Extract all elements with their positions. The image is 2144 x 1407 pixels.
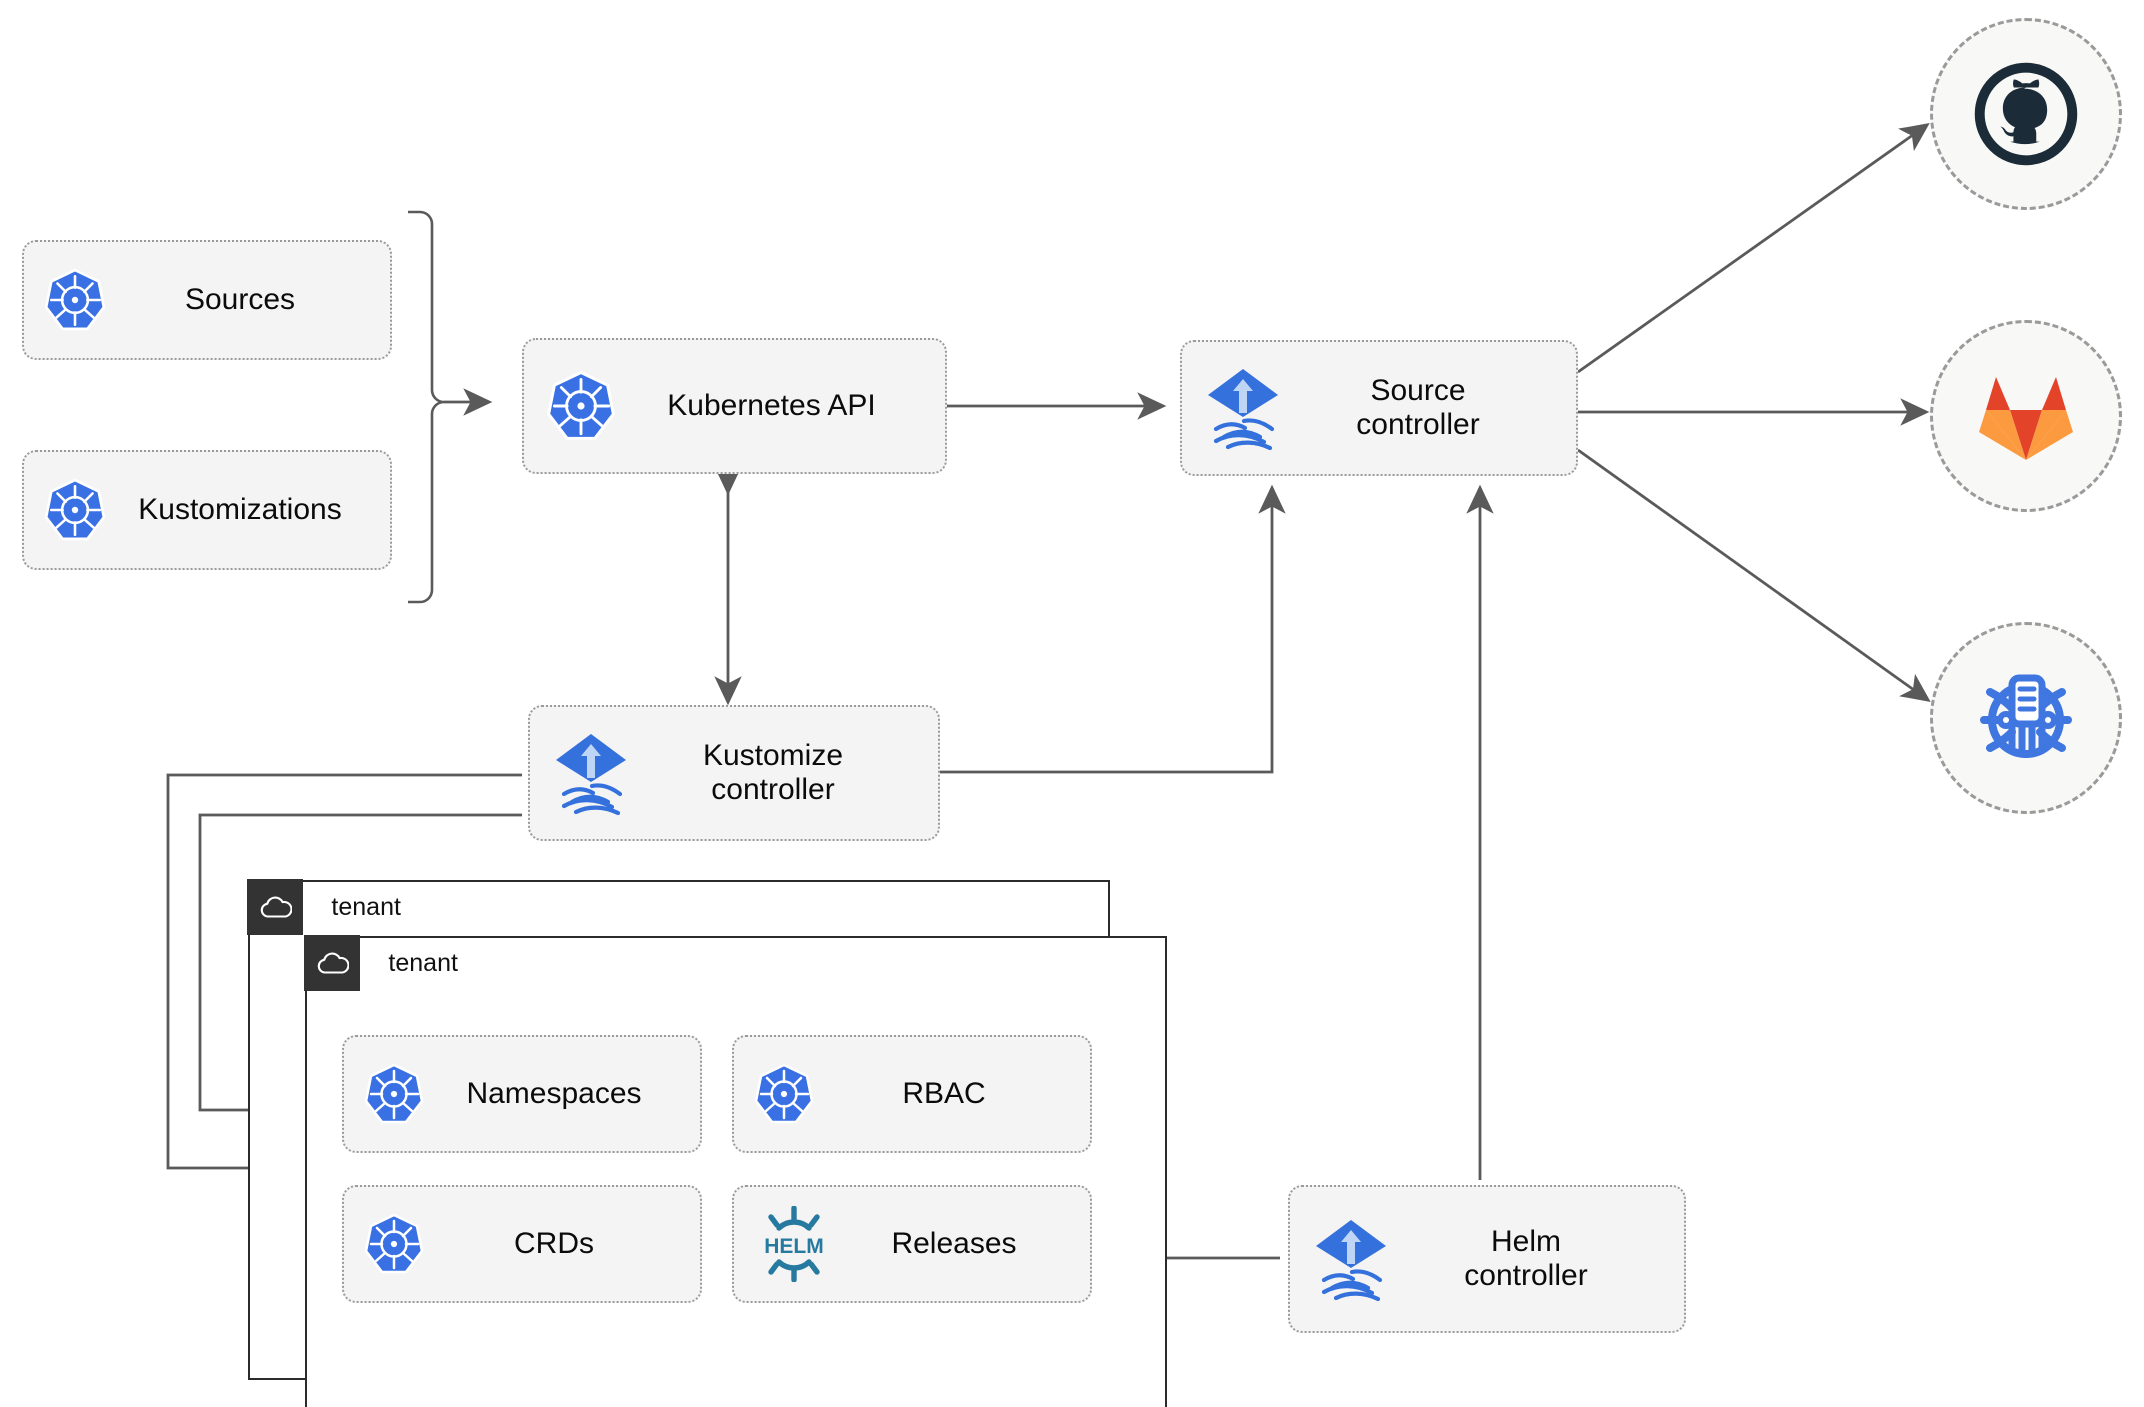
- node-label: Kustomizations: [138, 493, 342, 527]
- tenant-label-front: tenant: [382, 948, 464, 978]
- edge-source-bucket: [1577, 448, 1931, 702]
- edge-source-github: [1577, 123, 1930, 374]
- kubernetes-icon: [362, 1062, 426, 1126]
- node-namespaces[interactable]: Namespaces: [342, 1035, 702, 1153]
- node-kubernetes-api[interactable]: Kubernetes API: [522, 338, 947, 474]
- node-helm-controller[interactable]: Helm controller: [1288, 1185, 1686, 1333]
- group-brace: [408, 210, 445, 604]
- gitlab-icon: [1979, 377, 2073, 460]
- tenant-label-back: tenant: [325, 892, 407, 922]
- kubernetes-icon: [544, 369, 618, 443]
- flux-icon: [552, 730, 630, 816]
- flux-icon: [1312, 1216, 1390, 1302]
- kubernetes-icon: [752, 1062, 816, 1126]
- node-releases[interactable]: HELM Releases: [732, 1185, 1092, 1303]
- node-label: CRDs: [514, 1227, 594, 1261]
- flux-icon: [1204, 365, 1282, 451]
- tenant-header-back: tenant: [247, 879, 407, 936]
- node-label: Kustomize controller: [702, 739, 844, 806]
- endpoint-bucket[interactable]: [1930, 622, 2122, 814]
- kubernetes-icon: [42, 267, 108, 333]
- cloud-icon: [247, 879, 304, 936]
- edge-kustomize-source: [940, 484, 1286, 774]
- node-label: Releases: [891, 1227, 1017, 1261]
- tenant-container-front: tenant: [304, 935, 1167, 1407]
- node-label: Namespaces: [466, 1077, 642, 1111]
- kubernetes-icon: [42, 477, 108, 543]
- node-rbac[interactable]: RBAC: [732, 1035, 1092, 1153]
- helm-chart-bucket-icon: [1980, 674, 2072, 758]
- node-label: Kubernetes API: [667, 389, 876, 423]
- helm-icon: HELM: [752, 1206, 836, 1282]
- node-label: Sources: [184, 283, 296, 317]
- node-label: Helm controller: [1464, 1225, 1588, 1292]
- tenant-header-front: tenant: [304, 935, 464, 992]
- node-sources[interactable]: Sources: [22, 240, 392, 360]
- node-source-controller[interactable]: Source controller: [1180, 340, 1578, 476]
- github-icon: [1974, 62, 2078, 166]
- node-crds[interactable]: CRDs: [342, 1185, 702, 1303]
- kubernetes-icon: [362, 1212, 426, 1276]
- endpoint-gitlab[interactable]: [1930, 320, 2122, 512]
- svg-text:HELM: HELM: [764, 1235, 824, 1258]
- node-label: RBAC: [902, 1077, 986, 1111]
- endpoint-github[interactable]: [1930, 18, 2122, 210]
- node-kustomizations[interactable]: Kustomizations: [22, 450, 392, 570]
- node-kustomize-controller[interactable]: Kustomize controller: [528, 705, 940, 841]
- cloud-icon: [304, 935, 361, 992]
- node-label: Source controller: [1356, 374, 1480, 441]
